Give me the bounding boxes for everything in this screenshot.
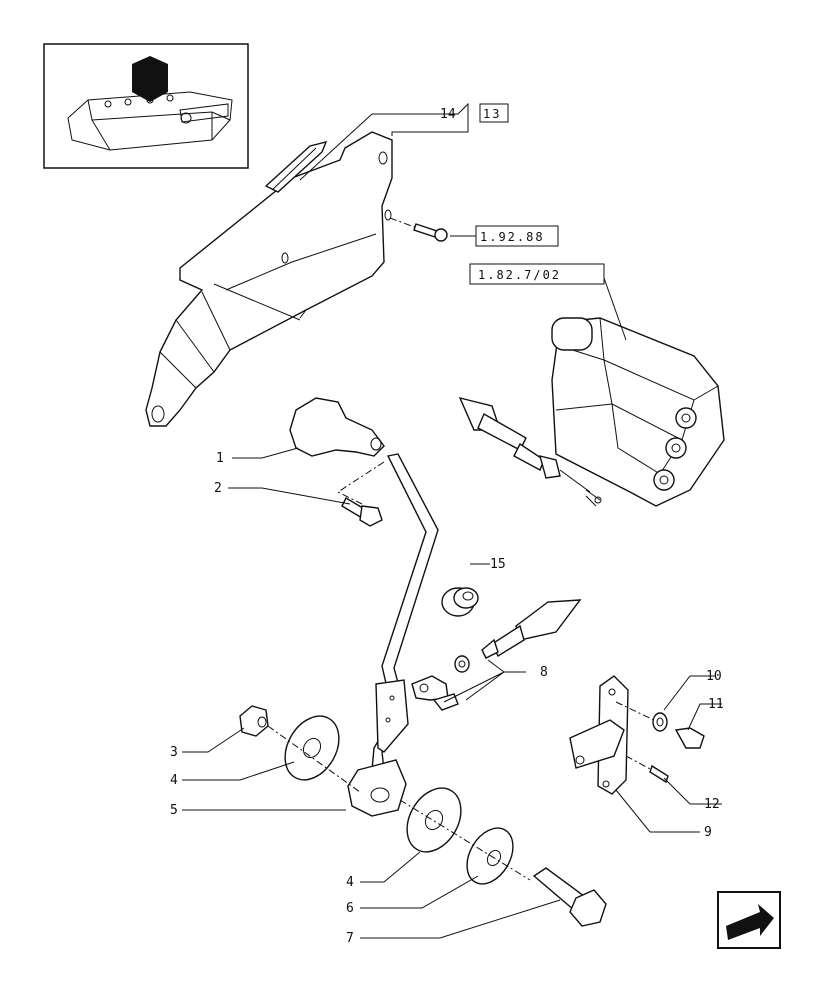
- callout-4-lower: 4: [346, 875, 354, 890]
- callout-10: 10: [706, 669, 722, 684]
- bracket-assembly: [569, 675, 705, 795]
- knob-screw: [336, 461, 385, 527]
- highlight-block-icon: [132, 56, 168, 102]
- callout-1: 1: [216, 451, 224, 466]
- fender-cover: [145, 131, 393, 427]
- leader-lines: [182, 102, 722, 939]
- control-lever: [347, 453, 439, 817]
- lever-knob: [289, 397, 385, 457]
- ref-13-label: 13: [483, 107, 501, 121]
- callout-3: 3: [170, 745, 178, 760]
- callout-6: 6: [346, 901, 354, 916]
- grommet: [441, 587, 479, 617]
- callout-12: 12: [704, 797, 720, 812]
- callout-14: 14: [440, 107, 456, 122]
- pivot-hardware: [239, 705, 607, 927]
- callout-5: 5: [170, 803, 178, 818]
- ref-box-13[interactable]: 13: [479, 103, 509, 123]
- back-arrow-icon[interactable]: [717, 891, 781, 949]
- ref-box-1-92-88[interactable]: 1.92.88: [475, 225, 559, 247]
- ref-1-82-7-02-label: 1.82.7/02: [478, 268, 561, 282]
- callout-2: 2: [214, 481, 222, 496]
- control-cable: [426, 396, 606, 659]
- control-valve-block: [551, 317, 725, 507]
- clevis-kit: [411, 655, 470, 711]
- callout-8: 8: [540, 665, 548, 680]
- callout-9: 9: [704, 825, 712, 840]
- screw-1-92-88: [389, 217, 448, 242]
- ref-box-1-82-7-02[interactable]: 1.82.7/02: [469, 263, 605, 285]
- callout-15: 15: [490, 557, 506, 572]
- callout-4-upper: 4: [170, 773, 178, 788]
- callout-11: 11: [708, 697, 724, 712]
- thumbnail-inset[interactable]: [43, 43, 249, 169]
- callout-7: 7: [346, 931, 354, 946]
- ref-1-92-88-label: 1.92.88: [480, 230, 545, 244]
